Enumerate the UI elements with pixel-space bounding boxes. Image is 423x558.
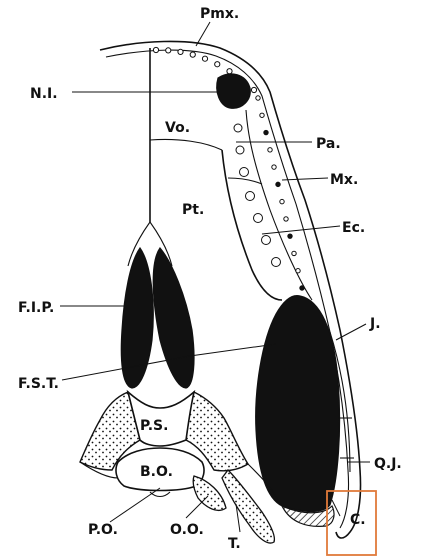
palatine-foramina: [234, 124, 281, 267]
premaxilla-foramen: [190, 52, 195, 57]
label-pmx: Pmx.: [200, 6, 239, 22]
maxilla-inner-border: [246, 110, 312, 300]
maxilla-foramen: [260, 113, 264, 117]
palatine-foramen: [240, 168, 249, 177]
interpterygoid-fenestra-left: [121, 248, 153, 388]
subtemporal-fenestra: [256, 296, 340, 512]
maxilla-foramen: [264, 130, 268, 134]
label-pt: Pt.: [182, 202, 204, 218]
ectopterygoid-suture: [228, 178, 262, 184]
maxilla-foramen: [280, 199, 284, 203]
maxilla-foramen: [276, 182, 280, 186]
leader-pmx: [196, 22, 210, 46]
premaxilla-foramen: [153, 47, 158, 52]
label-oo: O.O.: [170, 522, 204, 538]
leader-mx: [282, 178, 328, 180]
palatine-foramen: [272, 258, 281, 267]
palatine-foramen: [254, 214, 263, 223]
label-pa: Pa.: [316, 136, 341, 152]
nasal-inlet-blob: [217, 74, 251, 108]
palatine-border: [222, 150, 282, 300]
label-mx: Mx.: [330, 172, 358, 188]
maxilla-foramen: [296, 269, 300, 273]
premaxilla-foramen: [166, 48, 171, 53]
vomer-suture: [150, 139, 222, 150]
label-fst: F.S.T.: [18, 376, 59, 392]
label-po: P.O.: [88, 522, 118, 538]
interpterygoid-fenestra-right: [153, 248, 194, 388]
premaxilla-foramen: [202, 56, 207, 61]
premaxilla-foramen: [215, 62, 220, 67]
label-vo: Vo.: [165, 120, 190, 136]
maxilla-foramen: [272, 165, 276, 169]
premaxilla-foramen: [251, 87, 256, 92]
palatine-foramen: [234, 124, 242, 132]
palatine-foramen: [246, 192, 255, 201]
palatine-foramen: [236, 146, 244, 154]
maxilla-foramen: [292, 251, 296, 255]
leader-po: [110, 488, 160, 522]
leader-ec: [262, 226, 340, 234]
maxilla-foramen: [256, 96, 260, 100]
maxilla-foramen: [284, 217, 288, 221]
maxilla-foramen: [268, 148, 272, 152]
label-c: C.: [350, 512, 366, 528]
leader-oo: [186, 496, 208, 518]
label-ec: Ec.: [342, 220, 365, 236]
palatine-foramen: [262, 236, 271, 245]
premaxilla-foramen: [227, 69, 232, 74]
label-t: T.: [228, 536, 241, 552]
label-bo: B.O.: [140, 464, 173, 480]
premaxilla-foramen: [178, 49, 183, 54]
label-qj: Q.J.: [374, 456, 402, 472]
label-j: J.: [369, 316, 381, 332]
maxilla-foramen: [300, 286, 304, 290]
maxilla-foramen: [288, 234, 292, 238]
label-ni: N.I.: [30, 86, 58, 102]
label-fip: F.I.P.: [18, 300, 54, 316]
label-ps: P.S.: [140, 418, 168, 434]
